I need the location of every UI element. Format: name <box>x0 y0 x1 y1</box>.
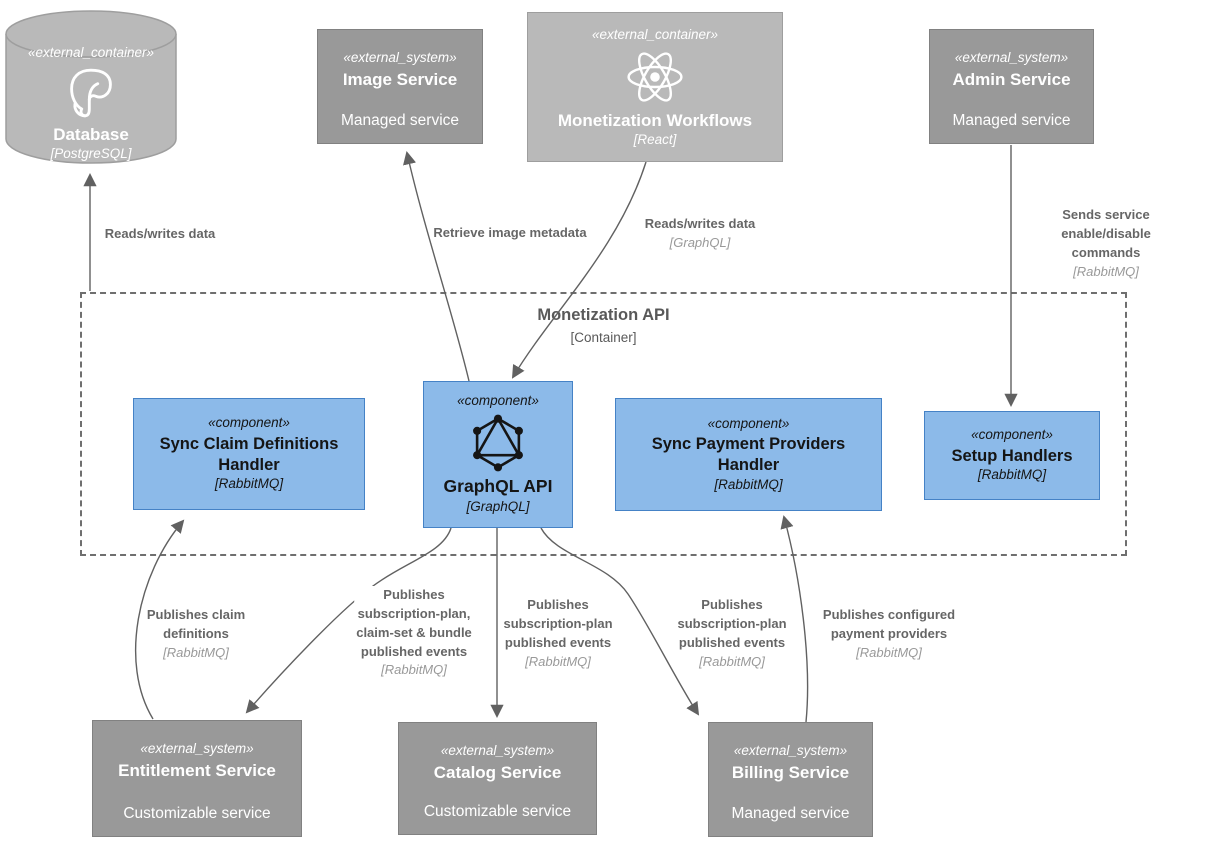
node-monetization-workflows[interactable]: «external_container» Monetization Workfl… <box>527 12 783 162</box>
node-stereotype: «component» <box>457 393 539 409</box>
node-entitlement-service[interactable]: «external_system» Entitlement Service Cu… <box>92 720 302 837</box>
edge-label-text: Reads/writes data <box>104 226 216 241</box>
graphql-icon <box>469 414 527 472</box>
node-description: Managed service <box>731 804 850 822</box>
node-title: Sync Claim Definitions Handler <box>159 434 339 474</box>
node-stereotype: «external_system» <box>733 743 848 758</box>
node-title: Setup Handlers <box>951 446 1073 465</box>
edge-label-reads-writes-database[interactable]: Reads/writes data <box>102 225 218 244</box>
edge-label-technology: [RabbitMQ] <box>1073 263 1139 279</box>
node-title: Image Service <box>342 69 458 89</box>
node-technology: [React] <box>633 132 677 148</box>
react-icon <box>623 48 687 106</box>
node-admin-service[interactable]: «external_system» Admin Service Managed … <box>929 29 1094 144</box>
edge-label-publishes-billing-events[interactable]: Publishes subscription-plan published ev… <box>675 596 789 672</box>
node-title: Admin Service <box>952 69 1071 89</box>
node-technology: [PostgreSQL] <box>50 146 132 162</box>
node-graphql-api[interactable]: «component» GraphQL API [GraphQL] <box>423 381 573 528</box>
edge-label-text: Publishes subscription-plan published ev… <box>677 597 787 650</box>
node-description: Customizable service <box>123 804 271 822</box>
node-description: Managed service <box>340 111 460 129</box>
edge-label-text: Reads/writes data <box>644 216 756 231</box>
node-catalog-service[interactable]: «external_system» Catalog Service Custom… <box>398 722 597 835</box>
edge-label-publishes-payment-providers[interactable]: Publishes configured payment providers [… <box>820 606 958 663</box>
edge-label-technology: [RabbitMQ] <box>699 653 765 669</box>
node-stereotype: «external_system» <box>440 743 555 758</box>
node-setup-handlers[interactable]: «component» Setup Handlers [RabbitMQ] <box>924 411 1100 500</box>
edge-label-technology: [RabbitMQ] <box>856 644 922 660</box>
cylinder-shape <box>5 10 177 164</box>
node-description: Managed service <box>952 111 1071 129</box>
edge-label-publishes-claim-definitions[interactable]: Publishes claim definitions [RabbitMQ] <box>144 606 248 663</box>
edge-label-retrieve-image-metadata[interactable]: Retrieve image metadata <box>431 224 589 243</box>
node-title: Sync Payment Providers Handler <box>651 435 846 474</box>
node-title: Monetization Workflows <box>557 110 753 130</box>
node-title: GraphQL API <box>443 476 553 497</box>
edge-label-text: Sends service enable/disable commands <box>1061 207 1151 260</box>
node-technology: [RabbitMQ] <box>214 476 284 492</box>
edge-label-text: Publishes subscription-plan, claim-set &… <box>356 587 472 659</box>
node-database[interactable]: «external_container» Database [PostgreSQ… <box>5 9 177 165</box>
boundary-title: Monetization API <box>537 306 670 324</box>
edge-label-publishes-catalog-events[interactable]: Publishes subscription-plan published ev… <box>501 596 615 672</box>
node-stereotype: «external_container» <box>27 45 155 60</box>
edge-label-text: Publishes claim definitions <box>146 607 246 641</box>
edge-label-text: Publishes subscription-plan published ev… <box>503 597 613 650</box>
node-technology: [GraphQL] <box>466 498 530 514</box>
node-description: Customizable service <box>423 802 572 820</box>
node-stereotype: «component» <box>707 415 790 431</box>
node-title: Entitlement Service <box>118 760 276 780</box>
node-stereotype: «external_system» <box>140 741 254 756</box>
node-stereotype: «external_system» <box>343 50 457 65</box>
edge-label-sends-service-commands[interactable]: Sends service enable/disable commands [R… <box>1055 206 1157 282</box>
edge-label-technology: [RabbitMQ] <box>525 653 591 669</box>
node-technology: [RabbitMQ] <box>714 476 783 492</box>
edge-label-technology: [GraphQL] <box>669 234 731 250</box>
boundary-label: Monetization API [Container] <box>82 306 1125 345</box>
edge-label-publishes-bundle-events[interactable]: Publishes subscription-plan, claim-set &… <box>354 586 474 681</box>
node-stereotype: «external_system» <box>954 50 1069 65</box>
edge-label-text: Publishes configured payment providers <box>822 607 956 641</box>
node-title: Database <box>53 124 129 144</box>
boundary-subtitle: [Container] <box>570 330 637 345</box>
node-billing-service[interactable]: «external_system» Billing Service Manage… <box>708 722 873 837</box>
postgresql-icon <box>64 66 118 120</box>
edge-label-reads-writes-graphql[interactable]: Reads/writes data [GraphQL] <box>642 215 758 253</box>
node-technology: [RabbitMQ] <box>977 467 1047 483</box>
node-stereotype: «external_container» <box>591 27 719 42</box>
node-stereotype: «component» <box>971 426 1053 442</box>
edge-label-text: Retrieve image metadata <box>433 225 587 240</box>
node-sync-claim-definitions-handler[interactable]: «component» Sync Claim Definitions Handl… <box>133 398 365 510</box>
node-title: Billing Service <box>731 762 850 782</box>
node-sync-payment-providers-handler[interactable]: «component» Sync Payment Providers Handl… <box>615 398 882 511</box>
node-stereotype: «component» <box>208 415 290 430</box>
edge-label-technology: [RabbitMQ] <box>381 662 447 678</box>
node-image-service[interactable]: «external_system» Image Service Managed … <box>317 29 483 144</box>
edge-label-technology: [RabbitMQ] <box>163 644 229 660</box>
node-title: Catalog Service <box>433 762 562 782</box>
